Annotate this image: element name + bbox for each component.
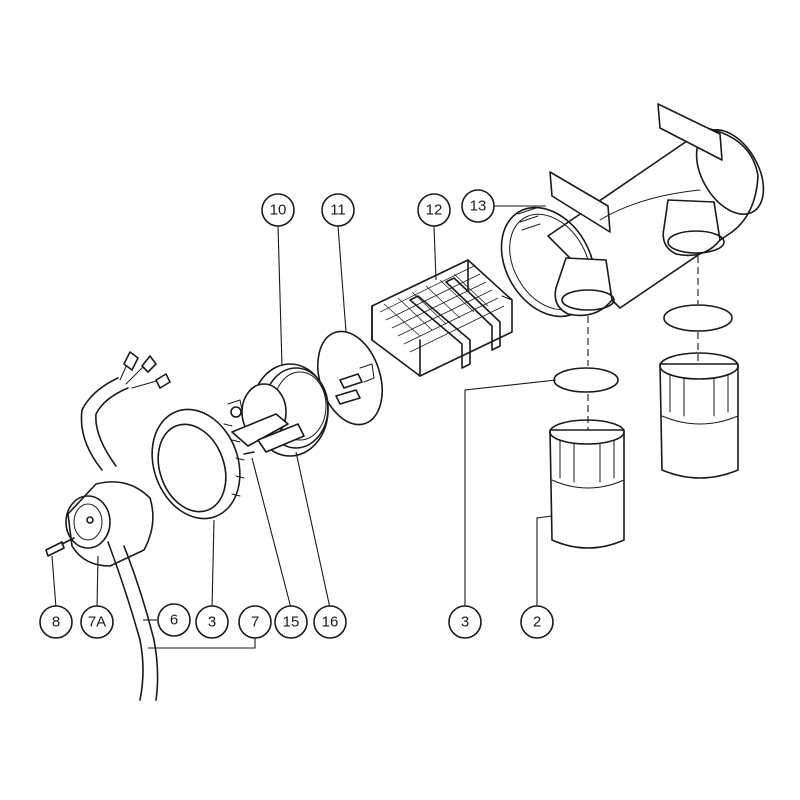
callout-11: 11 (321, 193, 355, 227)
svg-text:10: 10 (270, 202, 287, 219)
end-cap-10 (227, 363, 329, 457)
callout-2: 2 (520, 605, 554, 639)
cable-gland-8 (65, 481, 154, 567)
callout-9: 8 (39, 605, 73, 639)
svg-text:13: 13 (470, 198, 487, 215)
callout-10: 10 (261, 193, 295, 227)
o-ring-3b (663, 304, 733, 332)
svg-text:6: 6 (170, 612, 178, 629)
svg-text:11: 11 (330, 202, 346, 219)
lock-ring-6 (151, 408, 245, 520)
screw-15 (243, 451, 255, 455)
callout-7a: 7 (238, 605, 272, 639)
callout-16: 16 (313, 605, 347, 639)
callout-12: 12 (417, 193, 451, 227)
callout-13: 13 (461, 189, 495, 223)
svg-text:7: 7 (251, 614, 259, 631)
union-fitting-2 (549, 419, 625, 549)
callout-6: 3 (195, 605, 229, 639)
svg-text:15: 15 (283, 614, 300, 631)
svg-text:2: 2 (533, 614, 541, 631)
cell-housing-13 (500, 103, 765, 318)
o-ring-3 (553, 367, 619, 393)
svg-text:8: 8 (52, 614, 60, 631)
terminal-posts (335, 363, 375, 405)
callout-8: 7A (80, 605, 114, 639)
svg-text:3: 3 (461, 614, 469, 631)
svg-text:16: 16 (322, 614, 339, 631)
cable-7 (80, 351, 171, 701)
screw-9 (45, 537, 75, 557)
svg-text:12: 12 (426, 202, 443, 219)
callout-7: 6 (157, 603, 191, 637)
svg-text:7A: 7A (88, 614, 106, 631)
leader-lines (51, 205, 557, 649)
callout-3: 3 (448, 605, 482, 639)
callout-15: 15 (274, 605, 308, 639)
electrode-stack-12 (371, 259, 513, 377)
union-fitting-2b (659, 352, 739, 479)
svg-text:3: 3 (208, 614, 216, 631)
